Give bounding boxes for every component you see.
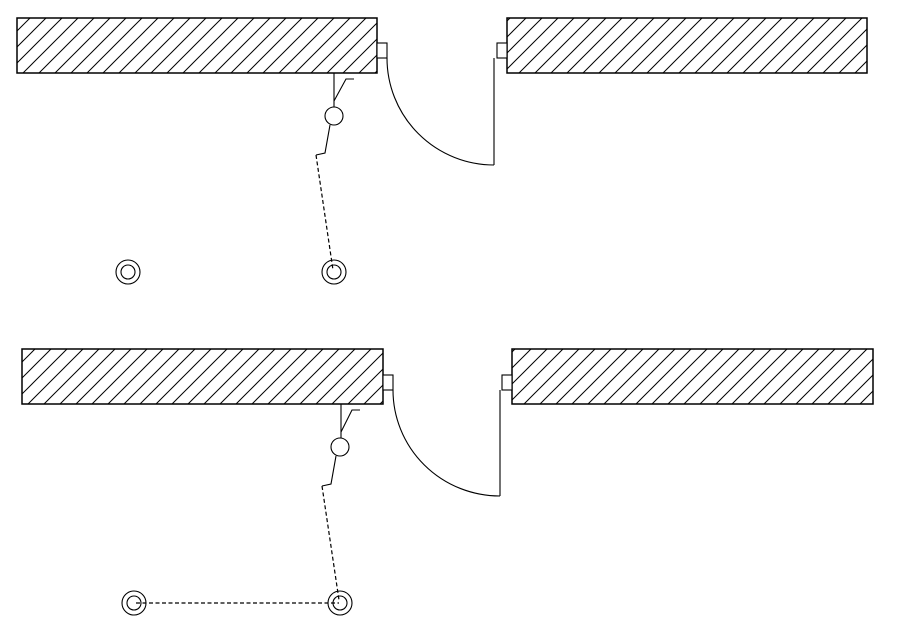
lower-wall-left [21, 348, 384, 405]
lower-door-jamb-right [501, 374, 513, 391]
lower-wall-right [511, 348, 874, 405]
lower-ceiling-light-right [327, 590, 353, 616]
upper-wiring-run [315, 154, 334, 271]
upper-light-switch [315, 73, 354, 156]
lower-light-switch [321, 404, 360, 487]
lower-plan [21, 348, 874, 616]
upper-ceiling-light-right [321, 259, 347, 285]
upper-wall-left [16, 17, 378, 74]
upper-door-jamb-right [496, 42, 508, 59]
lower-door-jamb-left [382, 374, 394, 391]
upper-door-jamb-left [376, 42, 388, 59]
upper-ceiling-light-left [115, 259, 141, 285]
lower-wiring-run-switch [321, 485, 340, 601]
upper-door-swing [386, 57, 495, 166]
upper-plan [16, 17, 868, 285]
lower-door-swing [392, 389, 501, 497]
upper-wall-right [506, 17, 868, 74]
lower-ceiling-light-left [121, 590, 147, 616]
